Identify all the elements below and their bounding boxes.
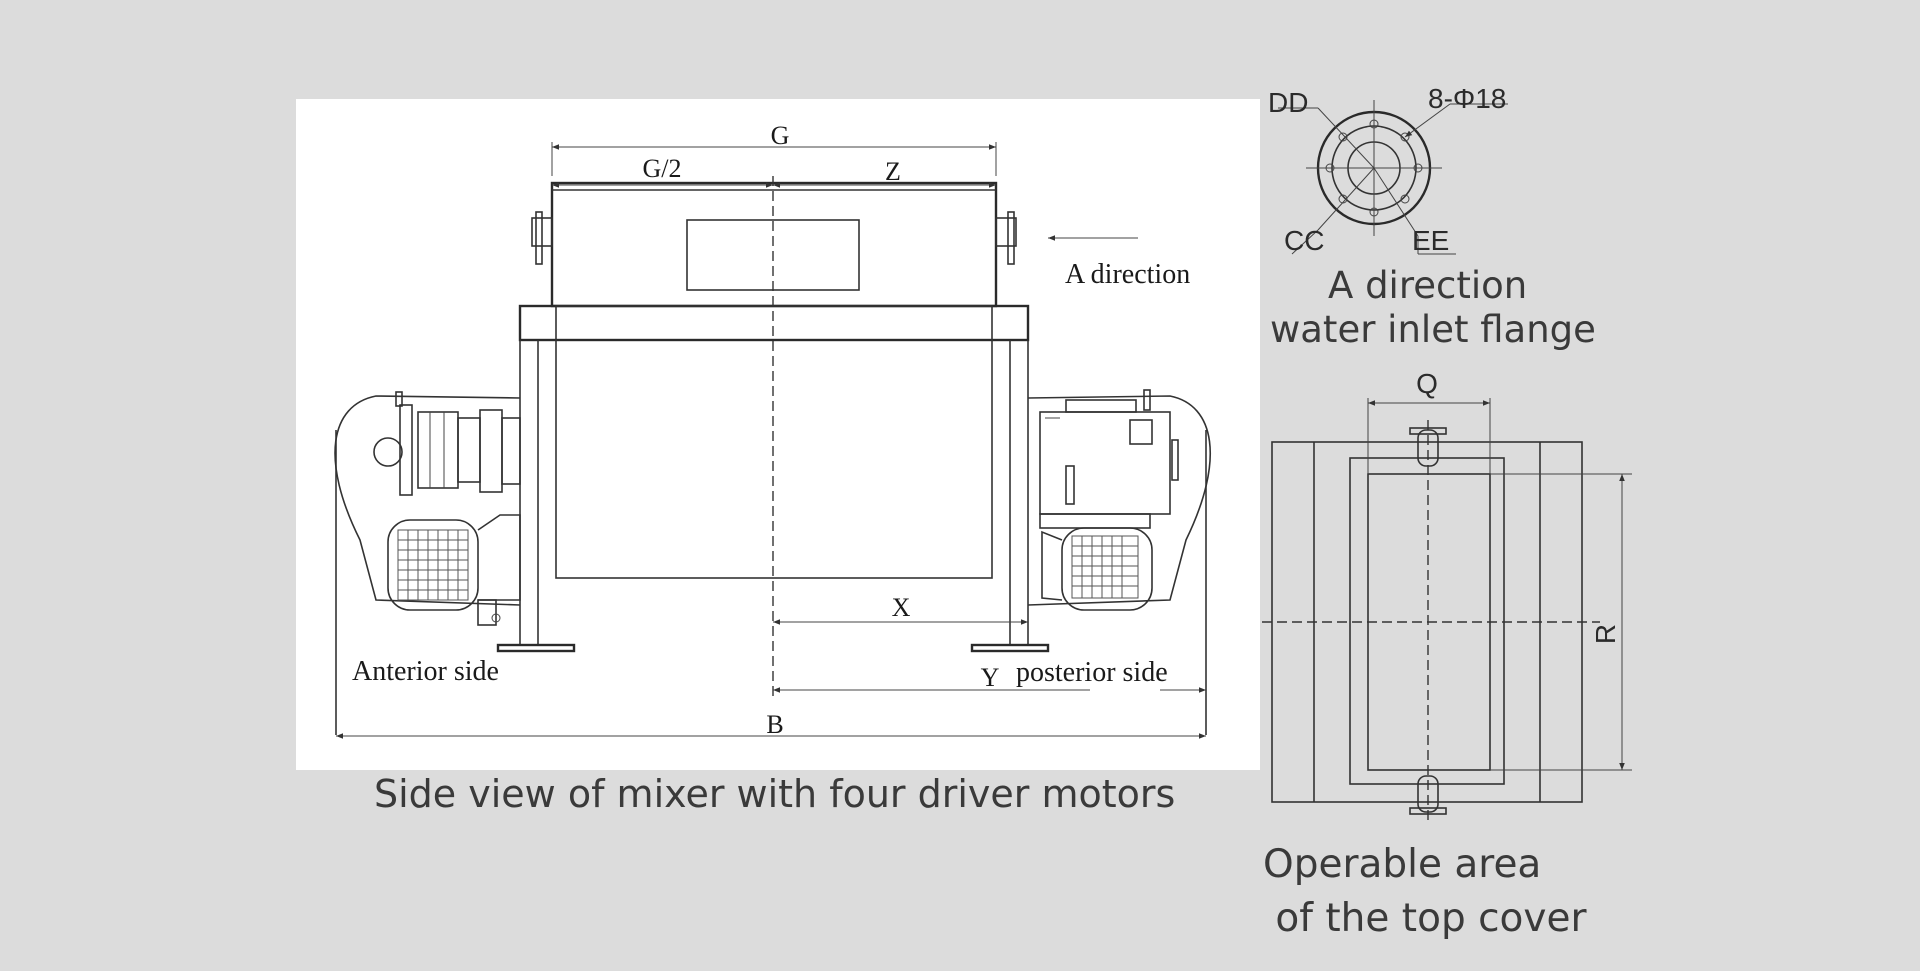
side-view-panel [296, 99, 1260, 770]
mixer-body [555, 305, 993, 579]
flange-caption-line2: water inlet flange [1270, 308, 1596, 351]
foot-right [970, 643, 1050, 653]
flange-ee-label: EE [1412, 225, 1449, 256]
posterior-motor-housing [1027, 395, 1212, 606]
top-cover-drawing [1262, 398, 1632, 820]
side-view-caption: Side view of mixer with four driver moto… [374, 772, 1176, 816]
dim-x-label: X [892, 593, 911, 622]
mixer-side-view: G G/2 Z X Y B A direction Anterior side … [334, 121, 1212, 739]
foot-left [496, 643, 576, 653]
dim-g-half-label: G/2 [643, 154, 682, 183]
dim-q-label: Q [1416, 368, 1438, 399]
dim-r-label: R [1590, 624, 1621, 644]
dim-y-label: Y [981, 663, 1000, 692]
posterior-control-box [1039, 389, 1179, 529]
top-cover-caption-line2: of the top cover [1263, 896, 1587, 941]
anterior-fan-motor [387, 514, 521, 626]
anterior-gearbox [373, 391, 521, 496]
top-cover-caption-line1: Operable area [1263, 842, 1542, 887]
flange-cc-label: CC [1284, 225, 1324, 256]
dim-z-label: Z [885, 157, 901, 186]
flange-holes-label: 8-Φ18 [1428, 83, 1506, 114]
posterior-fan-motor [1041, 527, 1153, 611]
dim-g-label: G [771, 121, 790, 150]
dimension-lines [336, 142, 1206, 739]
anterior-side-label: Anterior side [352, 656, 499, 687]
mixer-drum [550, 181, 998, 308]
flange-dd-label: DD [1268, 87, 1308, 118]
dim-b-label: B [766, 710, 783, 739]
water-inlet-flange [1278, 100, 1508, 255]
flange-caption-line1: A direction [1328, 264, 1528, 307]
posterior-side-label: posterior side [1016, 657, 1168, 688]
a-direction-label: A direction [1065, 259, 1190, 290]
mixer-top-beam [518, 304, 1030, 342]
